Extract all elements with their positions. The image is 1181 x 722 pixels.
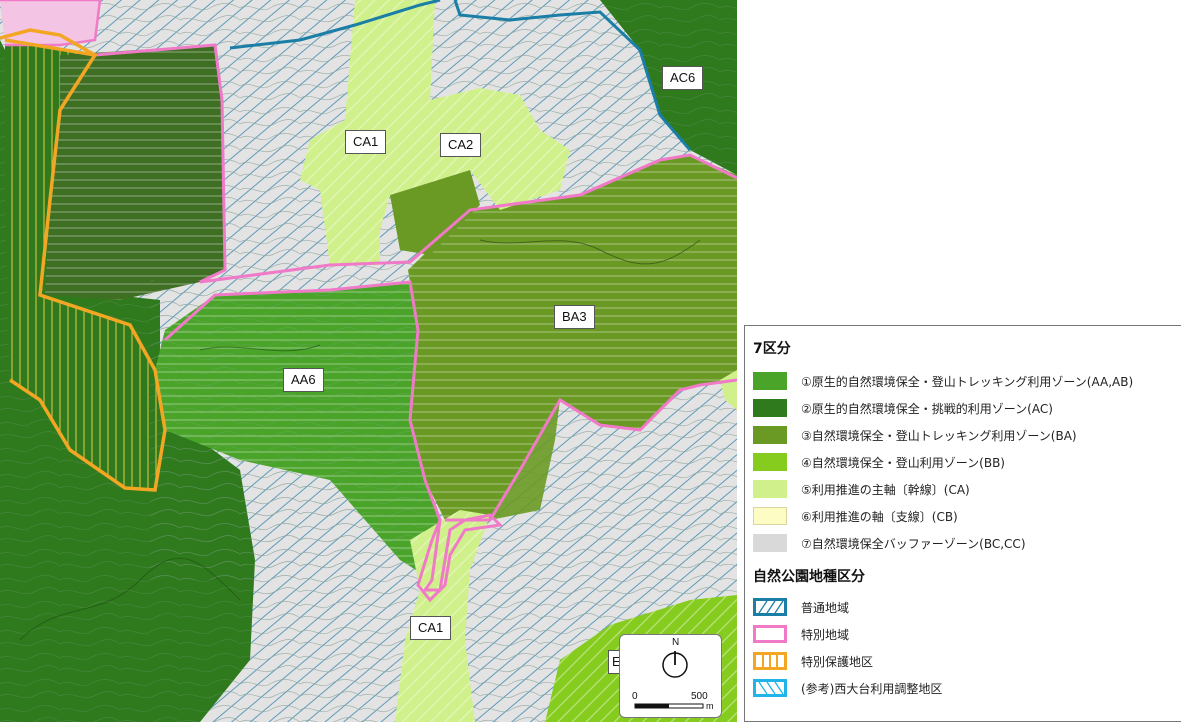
- legend-zone-row: ①原生的自然環境保全・登山トレッキング利用ゾーン(AA,AB): [753, 370, 1133, 392]
- legend-zone-section-title: 7区分: [753, 341, 791, 357]
- compass-scale-box: N 0 500 m: [619, 634, 722, 718]
- legend-zone-row: ⑥利用推進の軸〔支線〕(CB): [753, 505, 958, 527]
- zone-label-ba3: BA3: [554, 305, 595, 329]
- ordinary-area-boundary: [229, 0, 692, 151]
- legend-zone-label: ①原生的自然環境保全・登山トレッキング利用ゾーン(AA,AB): [801, 374, 1134, 389]
- zone-label-ac6: AC6: [662, 66, 704, 90]
- legend-zone-label: ⑥利用推進の軸〔支線〕(CB): [801, 509, 958, 524]
- diagonal-hatch-swatch-icon: [753, 598, 787, 616]
- zone-swatch-icon: [753, 507, 787, 525]
- legend-zone-row: ④自然環境保全・登山利用ゾーン(BB): [753, 451, 1005, 473]
- legend-park-label: 特別保護地区: [801, 654, 874, 669]
- scale-end-label: 500: [691, 691, 708, 702]
- map-canvas: [0, 0, 737, 722]
- zoning-map[interactable]: CA1 CA2 AC6 BA3 AA6 CA1 E N 0 500 m: [0, 0, 737, 722]
- legend-zone-label: ②原生的自然環境保全・挑戦的利用ゾーン(AC): [801, 401, 1053, 416]
- zone-swatch-icon: [753, 399, 787, 417]
- legend-park-label: 普通地域: [801, 600, 850, 615]
- legend-park-row: 普通地域: [753, 596, 849, 618]
- legend-zone-row: ⑤利用推進の主軸〔幹線〕(CA): [753, 478, 970, 500]
- map-legend: 7区分 ①原生的自然環境保全・登山トレッキング利用ゾーン(AA,AB) ②原生的…: [744, 325, 1181, 722]
- legend-zone-row: ⑦自然環境保全バッファーゾーン(BC,CC): [753, 532, 1026, 554]
- north-label: N: [672, 637, 680, 648]
- zone-swatch-icon: [753, 372, 787, 390]
- legend-park-row: (参考)西大台利用調整地区: [753, 677, 942, 699]
- scale-start-label: 0: [632, 691, 638, 702]
- legend-zone-label: ⑤利用推進の主軸〔幹線〕(CA): [801, 482, 970, 497]
- legend-park-section-title: 自然公園地種区分: [753, 569, 865, 585]
- legend-zone-row: ②原生的自然環境保全・挑戦的利用ゾーン(AC): [753, 397, 1053, 419]
- legend-zone-label: ④自然環境保全・登山利用ゾーン(BB): [801, 455, 1005, 470]
- zone-label-aa6: AA6: [283, 368, 324, 392]
- special-protection-boundary: [4, 38, 167, 492]
- zone-swatch-icon: [753, 480, 787, 498]
- north-arrow-icon: [634, 651, 704, 709]
- legend-park-row: 特別保護地区: [753, 650, 873, 672]
- back-diagonal-swatch-icon: [753, 679, 787, 697]
- zone-swatch-icon: [753, 453, 787, 471]
- outline-swatch-icon: [753, 625, 787, 643]
- legend-zone-row: ③自然環境保全・登山トレッキング利用ゾーン(BA): [753, 424, 1077, 446]
- zone-label-ca2: CA2: [440, 133, 482, 157]
- zone-label-ca1-top: CA1: [345, 130, 387, 154]
- zone-swatch-icon: [753, 426, 787, 444]
- zone-label-ca1-bottom: CA1: [410, 616, 452, 640]
- special-area-boundary: [94, 43, 737, 284]
- vertical-bars-swatch-icon: [753, 652, 787, 670]
- legend-park-label: 特別地域: [801, 627, 850, 642]
- legend-zone-label: ⑦自然環境保全バッファーゾーン(BC,CC): [801, 536, 1026, 551]
- legend-park-row: 特別地域: [753, 623, 849, 645]
- scale-unit-label: m: [706, 701, 714, 711]
- zone-swatch-icon: [753, 534, 787, 552]
- legend-park-label: (参考)西大台利用調整地区: [801, 681, 943, 696]
- legend-zone-label: ③自然環境保全・登山トレッキング利用ゾーン(BA): [801, 428, 1077, 443]
